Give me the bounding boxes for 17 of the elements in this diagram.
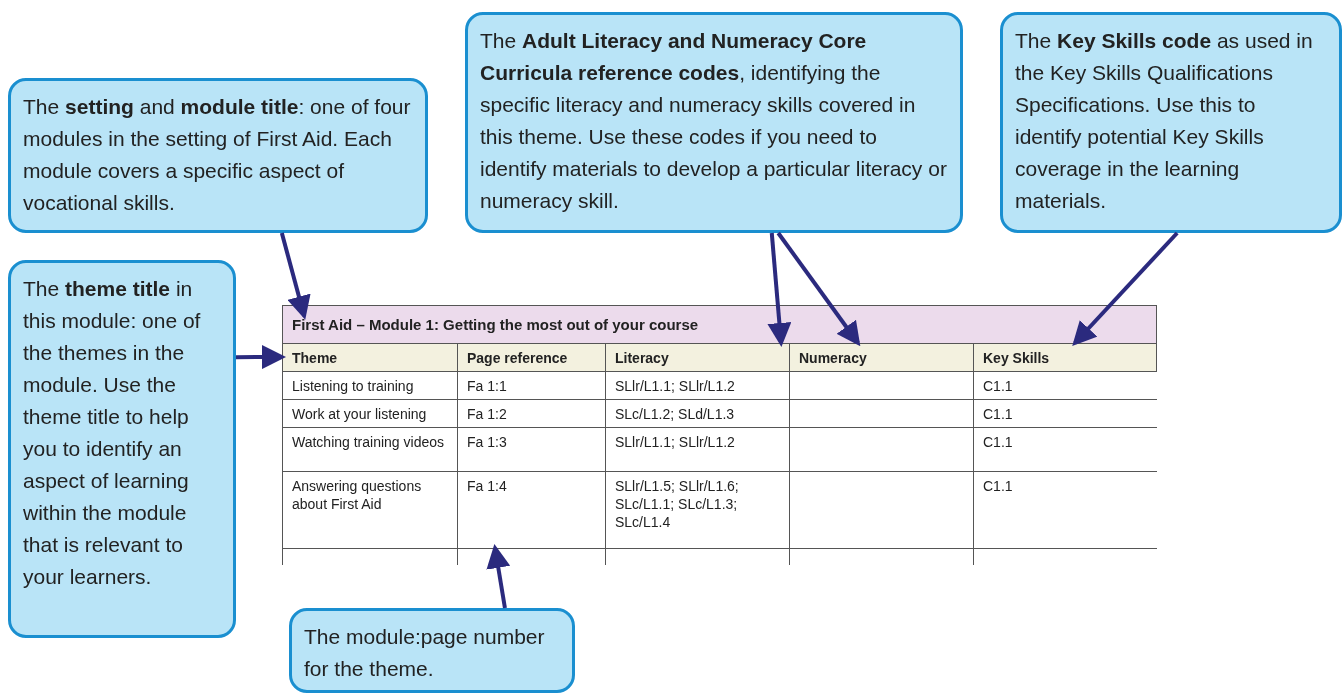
callout-box: The Key Skills code as used in the Key Skills Qualifications Specifications. Use this to identify potential Key Skills coverage in the learning materials. bbox=[1000, 12, 1342, 233]
column-header: Literacy bbox=[605, 343, 789, 371]
column-header: Key Skills bbox=[973, 343, 1157, 371]
column-header: Page reference bbox=[457, 343, 605, 371]
arrow bbox=[767, 232, 792, 347]
arrow bbox=[1072, 231, 1179, 346]
callout-box: The theme title in this module: one of the themes in the module. Use the theme title to help you to identify an aspect of learning within the module that is relevant to your learners. bbox=[8, 260, 236, 638]
callout-box: The module:page number for the theme. bbox=[289, 608, 575, 693]
column-header: Numeracy bbox=[789, 343, 973, 371]
arrow bbox=[236, 345, 286, 370]
callout-box: The Adult Literacy and Numeracy Core Curricula reference codes, identifying the specific literacy and numeracy skills covered in this theme. Use these codes if you need to identify materials to develop a particular literacy or numeracy skill. bbox=[465, 12, 963, 233]
column-header: Theme bbox=[282, 343, 457, 371]
table-title: First Aid – Module 1: Getting the most out of your course bbox=[292, 316, 699, 334]
arrow bbox=[776, 231, 861, 347]
arrow bbox=[486, 544, 511, 609]
callout-box: The setting and module title: one of four modules in the setting of First Aid. Each module covers a specific aspect of vocational skills. bbox=[8, 78, 428, 233]
arrow bbox=[279, 232, 311, 320]
